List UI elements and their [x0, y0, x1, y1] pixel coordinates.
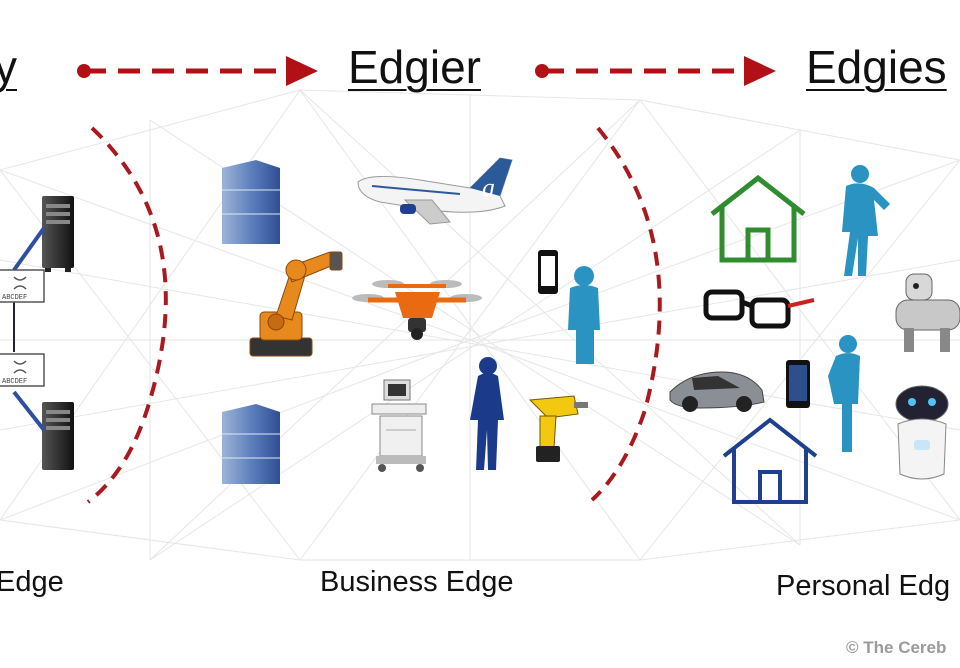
svg-text:a: a [482, 173, 495, 202]
switch-label: ABCDEF [2, 294, 27, 302]
boundary-arc-left [86, 126, 168, 504]
companion-robot-icon [895, 385, 949, 480]
progression-arrow-2 [535, 56, 776, 86]
drone-icon [352, 280, 482, 340]
zone-label-business-edge: Business Edge [320, 566, 514, 598]
background-mesh [0, 89, 960, 561]
robot-dog-icon [895, 273, 960, 352]
person-silhouette-icon [568, 266, 600, 364]
boundary-arc-right [590, 126, 662, 502]
datacenter-server-icon [222, 404, 280, 484]
house-icon [722, 417, 818, 504]
airplane-icon: a [357, 157, 513, 225]
power-drill-icon [528, 395, 588, 462]
person-silhouette-icon [828, 335, 860, 452]
server-tower-icon [42, 196, 74, 272]
heading-edgiest: Edgies [806, 41, 947, 93]
copyright-notice: © The Cereb [846, 638, 947, 657]
switch-label: ABCDEF [2, 378, 27, 386]
zone-label-edge: Edge [0, 566, 64, 598]
datacenter-server-icon [222, 160, 280, 244]
person-silhouette-icon [470, 357, 504, 470]
network-switch-icon: ABCDEF [0, 269, 45, 303]
car-icon [669, 371, 765, 412]
house-icon [710, 174, 806, 263]
person-silhouette-icon [842, 165, 890, 276]
heading-edgier: Edgier [348, 41, 481, 93]
medical-ultrasound-icon [371, 379, 427, 472]
smart-glasses-icon [703, 289, 815, 329]
network-switch-icon: ABCDEF [0, 353, 45, 387]
industrial-robot-arm-icon [249, 251, 343, 357]
smartphone-icon [538, 250, 558, 294]
tablet-icon [786, 360, 810, 408]
heading-edgy: y [0, 41, 17, 93]
server-tower-icon [42, 402, 74, 470]
network-links [12, 226, 46, 432]
progression-arrow-1 [77, 56, 318, 86]
zone-label-personal-edge: Personal Edg [776, 570, 951, 602]
